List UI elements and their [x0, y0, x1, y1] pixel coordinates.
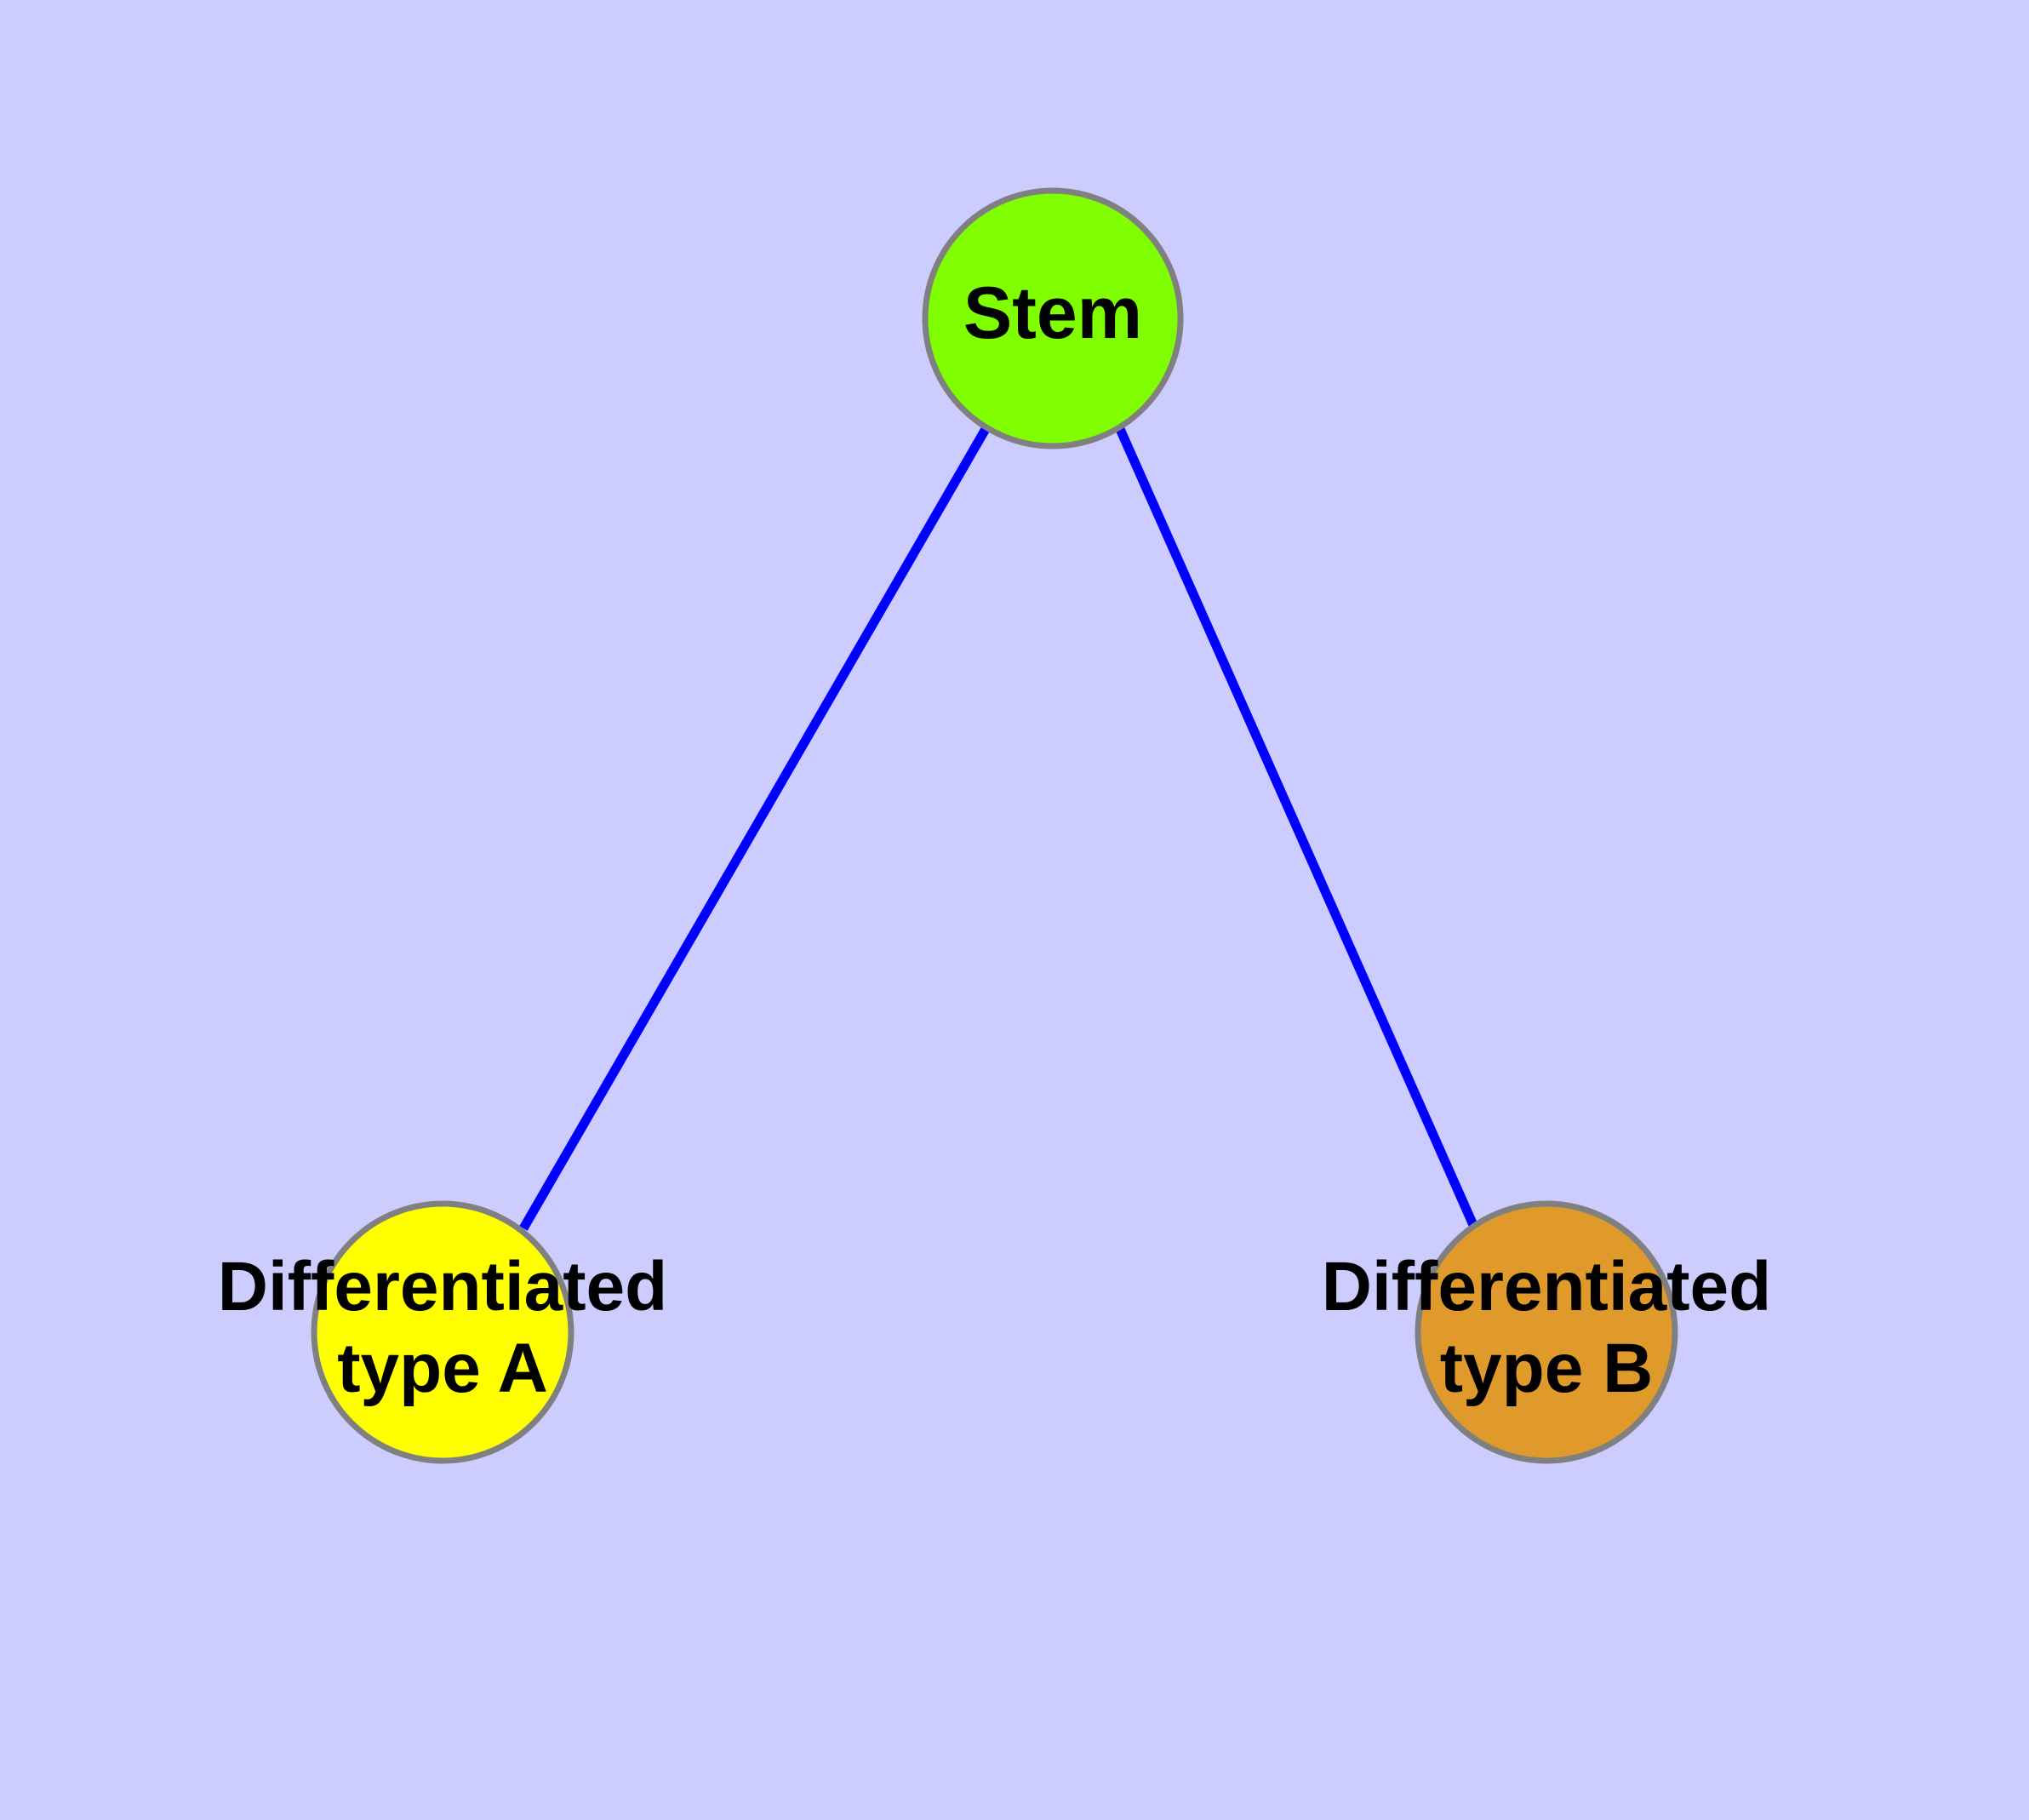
graph-node-label-line: type A — [337, 1330, 548, 1407]
graph-node-label-line: Differentiated — [1322, 1248, 1772, 1325]
graph-node-label-line: Differentiated — [218, 1248, 668, 1325]
graph-node-label-stem: Stem — [963, 272, 1142, 354]
graph-edge-stem-to-diff_b[interactable] — [1115, 426, 1482, 1235]
graph-edge-stem-to-diff_a[interactable] — [519, 426, 990, 1231]
edges-layer — [519, 426, 1482, 1235]
graph-node-label-line: type B — [1440, 1330, 1654, 1407]
graph-node-diff_a[interactable] — [311, 1200, 574, 1464]
graph-node-stem[interactable] — [922, 187, 1184, 449]
nodes-layer — [311, 187, 1678, 1464]
graph-node-label-line: Stem — [963, 272, 1142, 354]
graph-node-diff_b[interactable] — [1415, 1200, 1678, 1464]
